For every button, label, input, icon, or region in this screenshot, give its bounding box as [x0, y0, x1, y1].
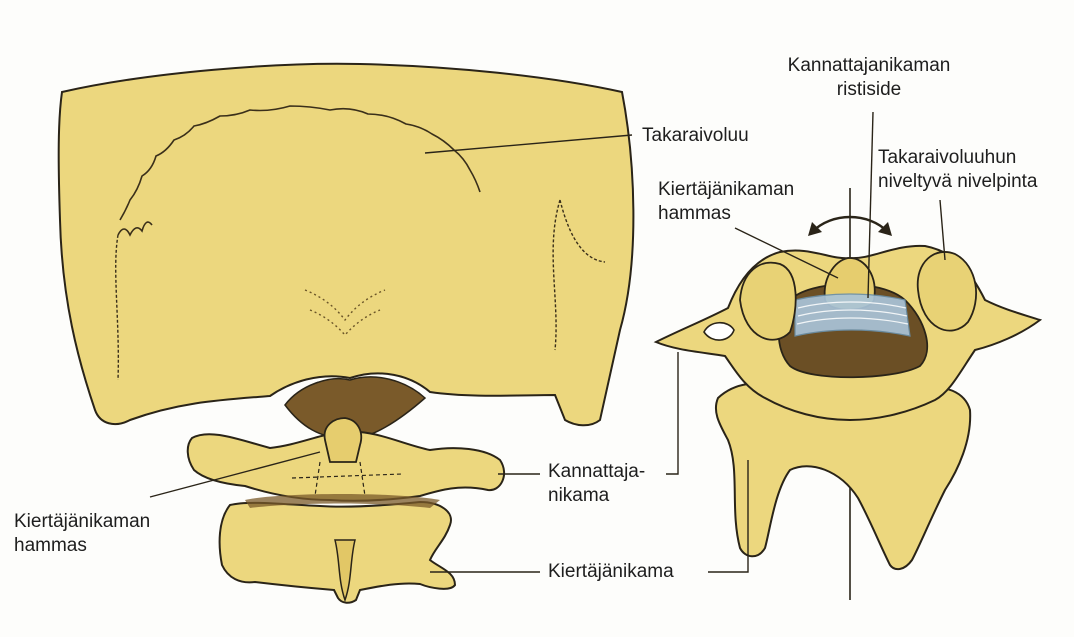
label-occipital-bone: Takaraivoluu	[642, 124, 749, 148]
label-dens-left: Kiertäjänikaman hammas	[14, 510, 150, 558]
dens-shape	[325, 418, 362, 462]
cruciate-ligament	[795, 294, 910, 336]
label-atlas-line1: Kannattaja-	[548, 460, 645, 484]
label-atlas-cross-ligament-line1: Kannattajanikaman	[752, 54, 986, 78]
label-articular-line1: Takaraivoluuhun	[878, 146, 1037, 170]
leader-atlas-right	[666, 352, 678, 474]
transverse-foramen	[704, 323, 734, 340]
label-dens-right-line2: hammas	[658, 202, 794, 226]
superior-atlas-axis-view	[656, 188, 1040, 600]
label-atlas-vertebra: Kannattaja- nikama	[548, 460, 645, 508]
label-dens-right: Kiertäjänikaman hammas	[658, 178, 794, 226]
occipital-skull-shape	[59, 64, 634, 426]
label-dens-left-line1: Kiertäjänikaman	[14, 510, 150, 534]
label-dens-left-line2: hammas	[14, 534, 150, 558]
label-articular-line2: niveltyvä nivelpinta	[878, 170, 1037, 194]
label-atlas-line2: nikama	[548, 484, 645, 508]
label-atlas-cross-ligament-line2: ristiside	[752, 78, 986, 102]
label-occipital-articular-surface: Takaraivoluuhun niveltyvä nivelpinta	[878, 146, 1037, 194]
label-axis-vertebra: Kiertäjänikama	[548, 560, 674, 584]
label-dens-right-line1: Kiertäjänikaman	[658, 178, 794, 202]
label-atlas-cross-ligament: Kannattajanikaman ristiside	[752, 54, 986, 102]
